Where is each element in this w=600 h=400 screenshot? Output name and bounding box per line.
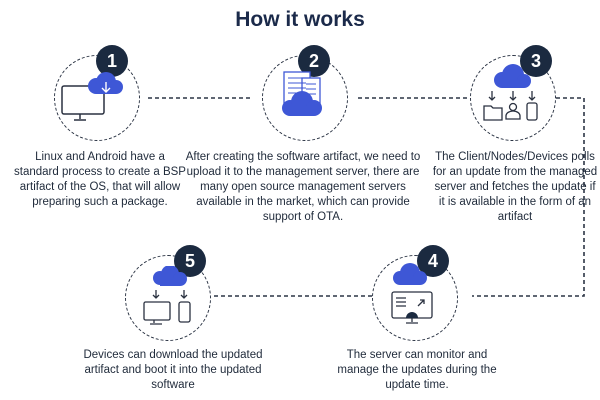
- monitor-cloud-download-icon: [61, 72, 123, 121]
- step-2-description: After creating the software artifact, we…: [185, 151, 421, 223]
- step-4-description: The server can monitor and manage the up…: [337, 349, 497, 391]
- page-title: How it works: [235, 8, 365, 31]
- server-building-cloud-icon: [282, 71, 322, 116]
- cloud-folder-user-phone-icon: [483, 64, 538, 121]
- step-3-badge: 3: [520, 45, 552, 77]
- connector-3-4: [472, 97, 585, 297]
- cloud-monitor-dashboard-icon: [391, 263, 433, 324]
- step-5-description: Devices can download the updated artifac…: [83, 349, 263, 391]
- step-1-description: Linux and Android have a standard proces…: [14, 151, 186, 208]
- step-1-badge: 1: [96, 45, 128, 77]
- cloud-monitor-phone-icon: [143, 266, 191, 325]
- step-5-badge: 5: [174, 245, 206, 277]
- step-3-description: The Client/Nodes/Devices polls for an up…: [432, 151, 598, 223]
